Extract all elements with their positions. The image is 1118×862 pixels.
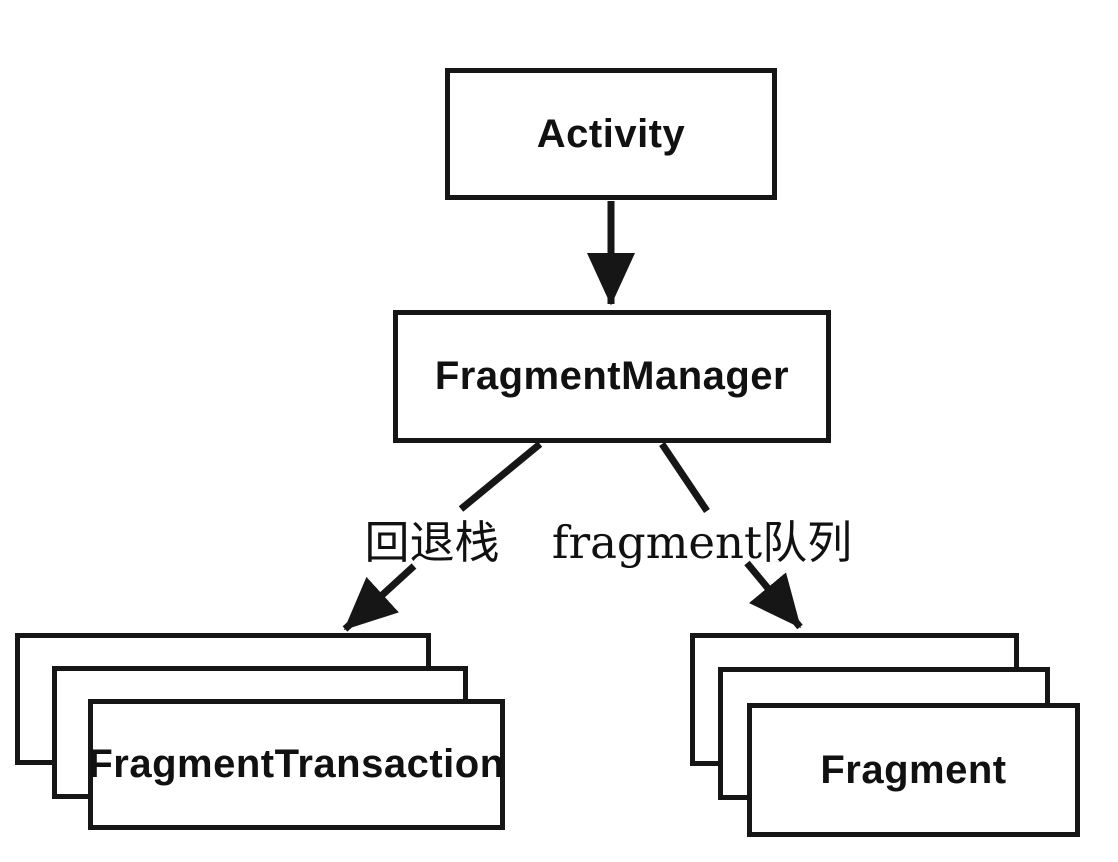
- node-fragment: Fragment: [747, 703, 1080, 837]
- arrow-backstack-lower-segment: [342, 563, 417, 632]
- fragment-transaction-label: FragmentTransaction: [88, 742, 505, 786]
- activity-label: Activity: [536, 111, 686, 156]
- arrow-queue-upper-segment: [659, 442, 710, 513]
- arrow-backstack-upper-segment: [458, 441, 543, 512]
- node-fragment-manager: FragmentManager: [393, 310, 831, 443]
- fragment-manager-label: FragmentManager: [434, 354, 790, 398]
- node-activity: Activity: [445, 68, 777, 200]
- fragment-label: Fragment: [820, 747, 1007, 792]
- edge-label-back-stack: 回退栈: [364, 516, 500, 569]
- edge-label-fragment-queue: fragment队列: [551, 516, 853, 569]
- node-fragment-transaction: FragmentTransaction: [88, 699, 505, 830]
- arrow-queue-lower-segment: [744, 560, 803, 630]
